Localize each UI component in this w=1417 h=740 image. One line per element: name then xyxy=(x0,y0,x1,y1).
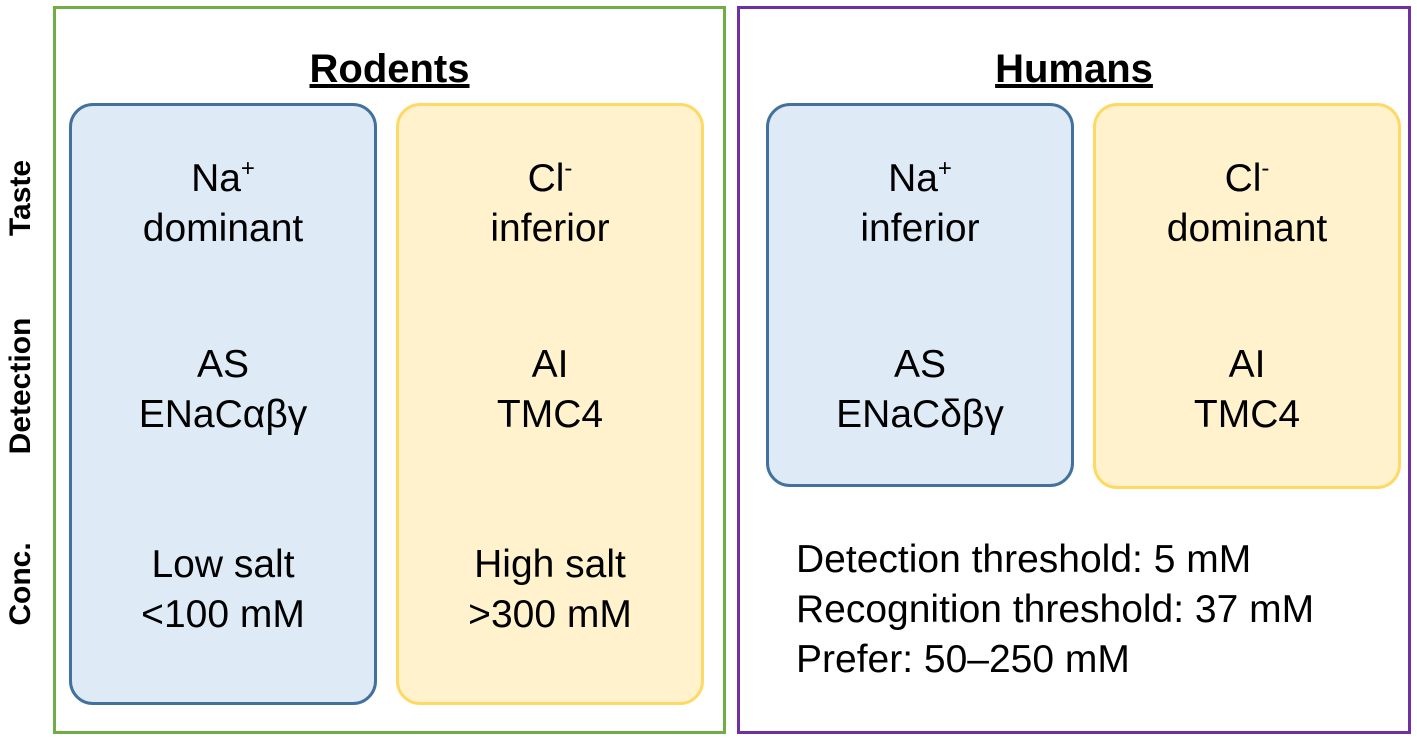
preference-range-text: Prefer: 50–250 mM xyxy=(796,638,1130,681)
humans-cl-detection: AI TMC4 xyxy=(1096,340,1398,440)
humans-panel: Humans xyxy=(737,6,1411,734)
humans-title: Humans xyxy=(995,47,1153,91)
humans-cl-taste: Cl- dominant xyxy=(1096,154,1398,254)
rodents-cl-taste: Cl- inferior xyxy=(399,154,701,254)
rodents-na-conc-line1: Low salt xyxy=(151,543,295,586)
humans-cl-taste-level: dominant xyxy=(1166,207,1328,250)
rodents-title: Rodents xyxy=(309,47,470,91)
rodents-cl-conc: High salt >300 mM xyxy=(399,540,701,640)
humans-na-taste-level: inferior xyxy=(860,207,980,250)
detection-threshold-text: Detection threshold: 5 mM xyxy=(796,538,1252,581)
recognition-threshold-text: Recognition threshold: 37 mM xyxy=(796,588,1315,631)
rodents-na-charge: + xyxy=(240,155,255,182)
humans-cl-receptor: TMC4 xyxy=(1193,393,1301,436)
row-label-conc: Conc. xyxy=(4,542,37,626)
rodents-cl-box: Cl- inferior AI TMC4 High salt >300 mM xyxy=(396,103,704,705)
rodents-cl-receptor: TMC4 xyxy=(496,393,604,436)
rodents-panel: Rodents xyxy=(53,6,726,734)
rodents-na-taste-level: dominant xyxy=(142,207,304,250)
rodents-na-receptor: ENaCαβγ xyxy=(138,393,308,436)
humans-cl-ion: Cl xyxy=(1224,157,1262,200)
humans-cl-detection-type: AI xyxy=(1228,343,1266,386)
humans-na-receptor: ENaCδβγ xyxy=(836,393,1004,436)
rodents-cl-ion: Cl xyxy=(527,157,565,200)
row-label-taste: Taste xyxy=(4,159,37,237)
humans-na-detection: AS ENaCδβγ xyxy=(769,340,1071,440)
humans-cl-box: Cl- dominant AI TMC4 xyxy=(1093,103,1401,489)
humans-na-charge: + xyxy=(937,155,952,182)
humans-na-taste: Na+ inferior xyxy=(769,154,1071,254)
humans-cl-charge: - xyxy=(1261,155,1270,182)
humans-na-detection-type: AS xyxy=(893,343,947,386)
rodents-cl-detection-type: AI xyxy=(531,343,569,386)
row-label-detection: Detection xyxy=(4,317,37,455)
rodents-na-taste: Na+ dominant xyxy=(72,154,374,254)
humans-na-ion: Na xyxy=(888,157,938,200)
rodents-na-box: Na+ dominant AS ENaCαβγ Low salt <100 mM xyxy=(69,103,377,705)
humans-na-box: Na+ inferior AS ENaCδβγ xyxy=(766,103,1074,487)
rodents-cl-taste-level: inferior xyxy=(490,207,610,250)
rodents-na-conc: Low salt <100 mM xyxy=(72,540,374,640)
rodents-na-detection-type: AS xyxy=(196,343,250,386)
rodents-cl-detection: AI TMC4 xyxy=(399,340,701,440)
rodents-na-ion: Na xyxy=(191,157,241,200)
rodents-cl-conc-line2: >300 mM xyxy=(468,593,632,636)
rodents-cl-charge: - xyxy=(564,155,573,182)
rodents-cl-conc-line1: High salt xyxy=(474,543,626,586)
rodents-na-detection: AS ENaCαβγ xyxy=(72,340,374,440)
rodents-na-conc-line2: <100 mM xyxy=(141,593,305,636)
humans-thresholds: Detection threshold: 5 mM Recognition th… xyxy=(796,535,1314,685)
